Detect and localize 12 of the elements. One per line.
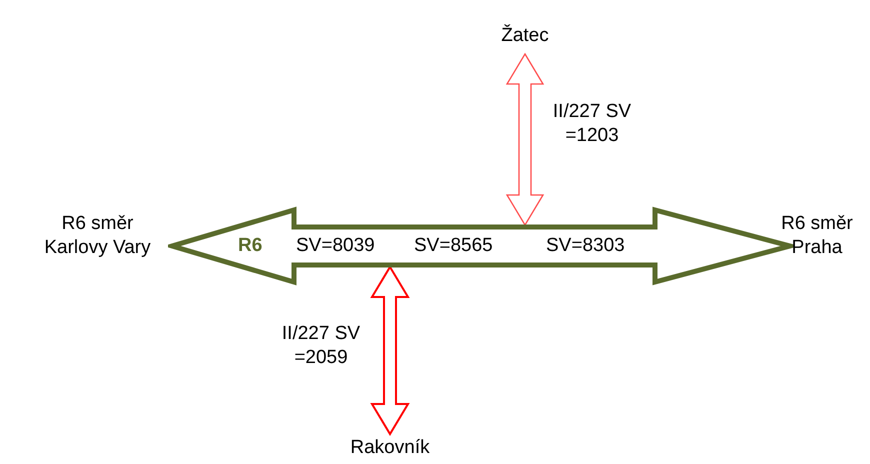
traffic-count: SV=8565 <box>414 234 493 258</box>
traffic-count: SV=8303 <box>546 234 625 258</box>
double-block-arrow <box>370 265 410 436</box>
edge-label: II/227 SV =1203 <box>552 100 632 148</box>
place-name: Rakovník <box>330 436 450 460</box>
road-number: R6 <box>238 234 262 258</box>
edge-label: II/227 SV =2059 <box>280 322 362 370</box>
traffic-count: SV=8039 <box>296 234 375 258</box>
direction-label: R6 směr Karlovy Vary <box>43 212 152 260</box>
place-name: Žatec <box>480 24 570 48</box>
direction-label: R6 směr Praha <box>780 212 854 260</box>
double-block-arrow <box>506 52 544 226</box>
